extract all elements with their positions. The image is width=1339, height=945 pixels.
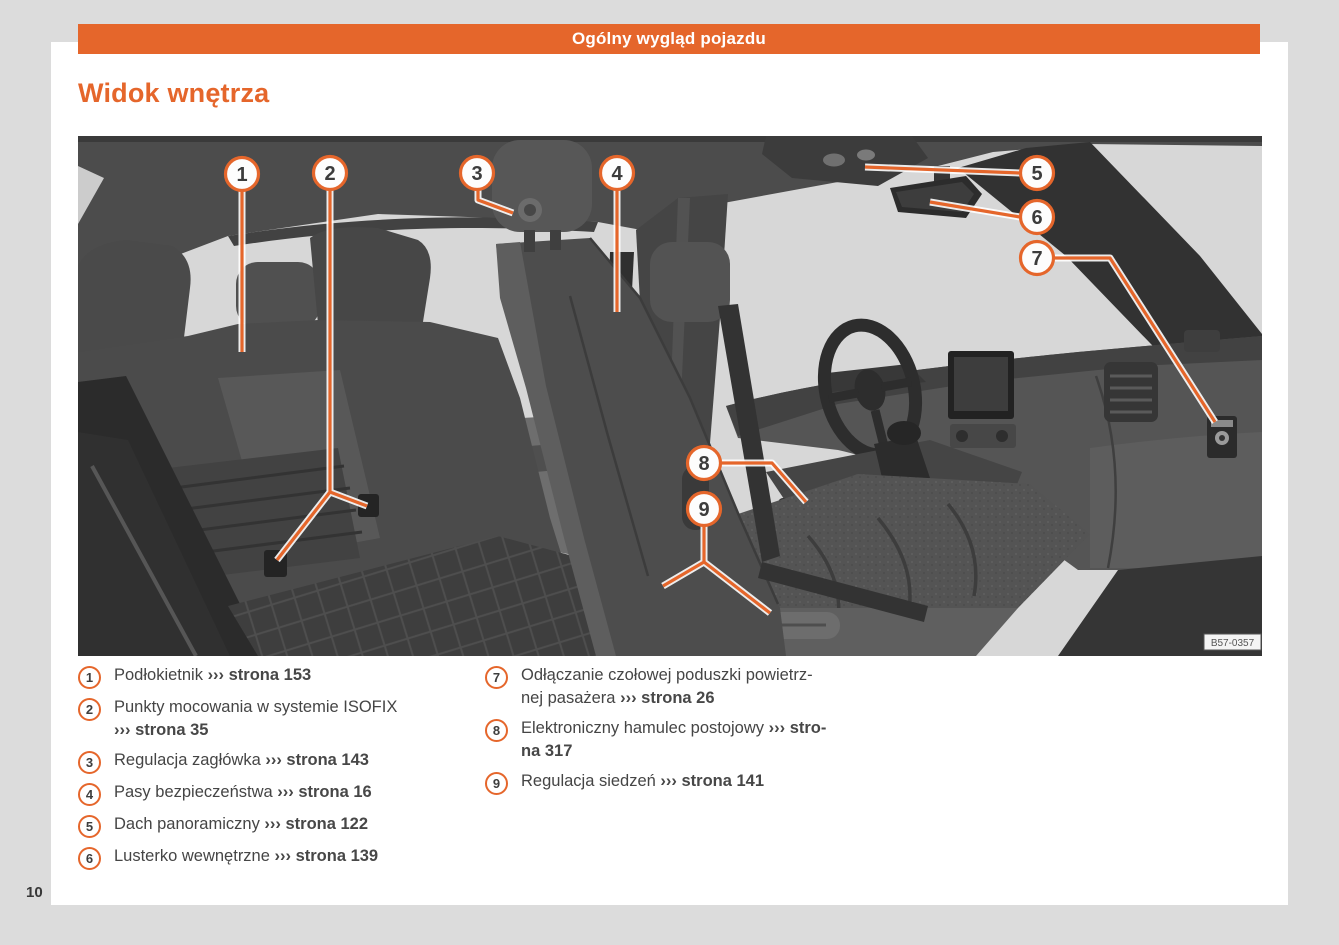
legend-text-6: Lusterko wewnętrzne ››› strona 139 [114,847,379,865]
callout-4: 4 [598,154,636,192]
chapter-title: Ogólny wygląd pojazdu [571,29,767,48]
callout-1: 1 [223,155,261,193]
legend-marker-9: 9 [485,772,508,795]
callout-6: 6 [1018,198,1056,236]
page-title: Widok wnętrza [78,78,270,108]
front-passenger-seat [492,140,1090,656]
svg-text:B57-0357: B57-0357 [1211,638,1255,649]
car-interior-illustration: B57-0357 1 [78,136,1262,656]
legend-item-7: 7 Odłączanie czołowej poduszki powietrz-… [485,664,871,710]
callout-3: 3 [458,154,496,192]
door-frame-edge [78,432,230,656]
legend-marker-4: 4 [78,783,101,806]
legend-item-9: 9 Regulacja siedzeń ››› strona 141 [485,770,871,795]
callout-line-7 [1054,256,1217,423]
legend-item-5: 5 Dach panoramiczny ››› strona 122 [78,813,476,838]
legend-item-6: 6 Lusterko wewnętrzne ››› strona 139 [78,845,476,870]
air-vent [1104,330,1220,422]
legend-left-column: 1 Podłokietnik ››› strona 153 2 Punkty m… [78,664,476,877]
overhead-console [762,136,928,186]
svg-text:8: 8 [698,453,709,475]
callout-markers: 1 2 3 4 5 6 7 8 [223,154,1056,528]
callout-line-5 [864,165,1021,175]
legend-text-4: Pasy bezpieczeństwa ››› strona 16 [114,783,372,801]
callout-line-2 [275,190,368,561]
callout-line-3 [476,190,514,215]
driver-headrest [650,242,730,322]
svg-text:2: 2 [324,163,335,185]
legend-marker-2: 2 [78,698,101,721]
svg-text:6: 6 [1031,207,1042,229]
chapter-header-bar: Ogólny wygląd pojazdu [78,24,1260,54]
svg-text:5: 5 [1031,163,1042,185]
airbag-key-switch [1207,416,1237,458]
passenger-headrest [492,140,592,232]
callout-7: 7 [1018,239,1056,277]
legend-item-8: 8 Elektroniczny hamulec postojowy ››› st… [485,717,871,763]
seatbelt-strap [718,304,780,562]
legend-marker-1: 1 [78,666,101,689]
callout-line-9 [662,526,771,615]
legend-right-column: 7 Odłączanie czołowej poduszki powietrz-… [485,664,871,802]
legend-marker-3: 3 [78,751,101,774]
legend-text-3: Regulacja zagłówka ››› strona 143 [114,751,369,769]
svg-text:7: 7 [1031,248,1042,270]
callout-line-6 [929,200,1021,219]
isofix-anchor-right [358,494,379,517]
callout-2: 2 [311,154,349,192]
legend-marker-5: 5 [78,815,101,838]
front-door-lower [1058,556,1262,656]
svg-text:1: 1 [236,164,247,186]
legend-text-5: Dach panoramiczny ››› strona 122 [114,815,369,833]
infotainment-screen [948,351,1016,448]
legend-text-7: Odłączanie czołowej poduszki powietrz-ne… [521,666,813,707]
callout-8: 8 [685,444,723,482]
legend-marker-6: 6 [78,847,101,870]
page-number: 10 [26,884,43,901]
legend-item-3: 3 Regulacja zagłówka ››› strona 143 [78,749,476,774]
svg-text:3: 3 [471,163,482,185]
legend-item-4: 4 Pasy bezpieczeństwa ››› strona 16 [78,781,476,806]
interior-figure: B57-0357 1 [78,136,1262,656]
svg-text:4: 4 [611,163,623,185]
legend-item-2: 2 Punkty mocowania w systemie ISOFIX››› … [78,696,476,742]
legend-text-8: Elektroniczny hamulec postojowy ››› stro… [521,719,827,760]
callout-9: 9 [685,490,723,528]
legend-text-2: Punkty mocowania w systemie ISOFIX››› st… [114,698,398,739]
callout-lines [238,163,1218,616]
callout-line-8 [721,461,808,504]
svg-text:9: 9 [698,499,709,521]
legend-text-1: Podłokietnik ››› strona 153 [114,666,312,684]
legend-text-9: Regulacja siedzeń ››› strona 141 [521,772,765,790]
legend-marker-8: 8 [485,719,508,742]
rear-seat-cushion [228,536,640,656]
callout-5: 5 [1018,154,1056,192]
left-glass-glimpse [78,166,104,224]
legend-item-1: 1 Podłokietnik ››› strona 153 [78,664,476,689]
figure-code-label: B57-0357 [1203,633,1262,651]
legend-marker-7: 7 [485,666,508,689]
